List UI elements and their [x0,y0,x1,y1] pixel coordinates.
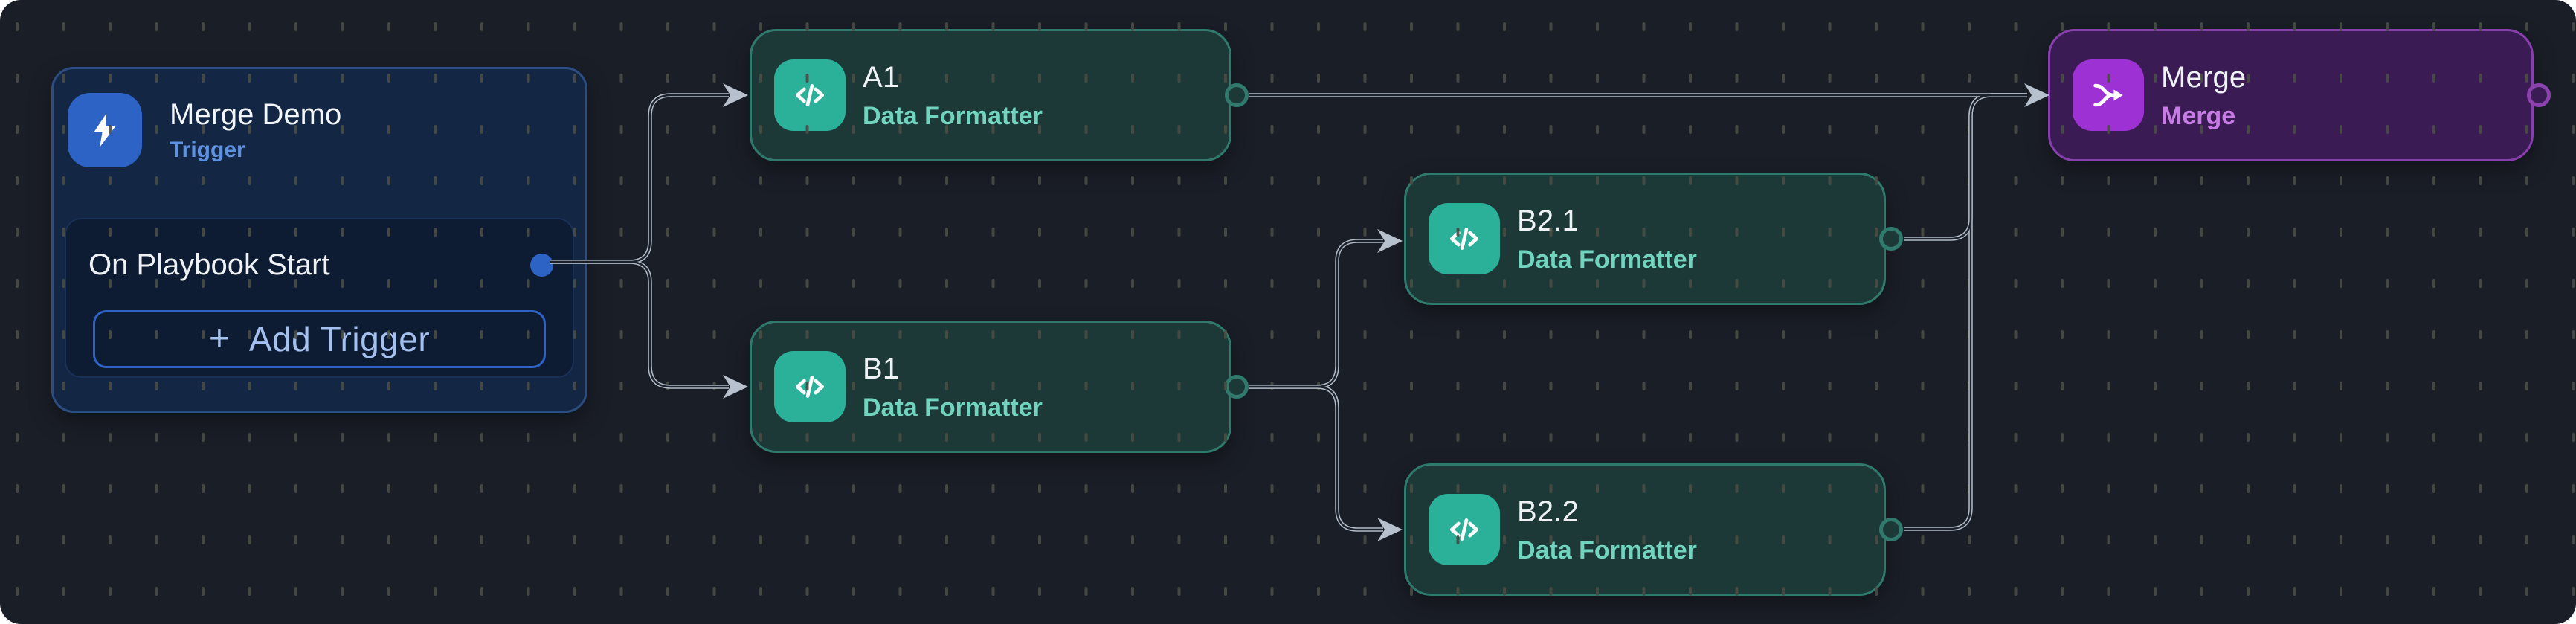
plus-icon: + [208,319,230,358]
add-trigger-label: Add Trigger [248,320,431,358]
node-subtitle: Data Formatter [863,393,1043,422]
arrow-into-b1 [723,375,748,399]
output-port-a1[interactable] [1225,83,1249,107]
trigger-card-title: Merge Demo [170,98,342,131]
output-port-b2-2[interactable] [1879,518,1903,541]
node-title: B1 [863,353,900,385]
node-subtitle: Data Formatter [863,102,1043,130]
node-title: Merge [2161,61,2247,94]
lightning-icon [68,93,142,167]
arrow-into-a1 [723,83,748,107]
trigger-item-label: On Playbook Start [88,248,330,281]
node-subtitle: Data Formatter [1517,536,1697,565]
merge-icon [2073,59,2144,131]
node-subtitle: Data Formatter [1517,245,1697,274]
output-port-b1[interactable] [1225,375,1249,399]
node-subtitle: Merge [2161,102,2236,130]
node-title: B2.2 [1517,495,1580,528]
code-icon [1429,494,1500,565]
edge-b22-to-merge [1904,93,2027,531]
node-b1[interactable]: B1 Data Formatter [750,321,1249,453]
trigger-output-port[interactable] [530,254,553,277]
output-port-b2-1[interactable] [1879,227,1903,251]
node-title: B2.1 [1517,205,1580,237]
trigger-card[interactable]: Merge Demo Trigger On Playbook Start + A… [51,67,587,413]
edge-b21-to-merge [1904,93,2027,241]
code-icon [1429,203,1500,274]
trigger-list-panel: On Playbook Start + Add Trigger [65,218,574,378]
node-merge[interactable]: Merge Merge [2048,29,2551,161]
node-b2-1[interactable]: B2.1 Data Formatter [1404,173,1903,305]
code-icon [774,59,846,131]
trigger-card-type-label: Trigger [170,138,245,162]
trigger-item-on-playbook-start[interactable]: On Playbook Start [66,219,573,310]
arrow-into-merge [2024,83,2049,107]
arrow-into-b22 [1377,518,1403,541]
arrow-into-b21 [1377,229,1403,253]
trigger-card-header: Merge Demo Trigger [68,93,571,167]
node-title: A1 [863,61,900,94]
node-b2-2[interactable]: B2.2 Data Formatter [1404,463,1903,596]
edge-b1-to-b22 [1249,385,1383,532]
code-icon [774,351,846,422]
node-a1[interactable]: A1 Data Formatter [750,29,1249,161]
add-trigger-button[interactable]: + Add Trigger [93,310,546,368]
edge-b1-to-b21 [1249,239,1383,389]
output-port-merge[interactable] [2527,83,2551,107]
